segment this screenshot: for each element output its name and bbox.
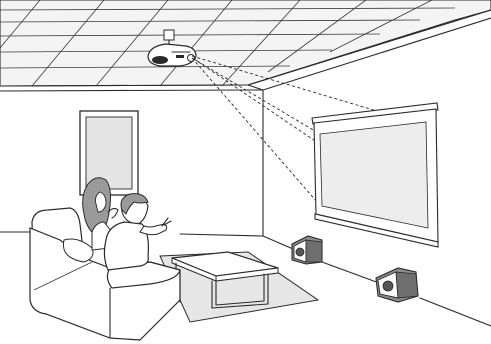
screen-icon	[312, 103, 438, 247]
speaker-icon-right	[376, 268, 418, 302]
picture-frame-icon	[80, 111, 138, 195]
ceiling	[0, 0, 491, 91]
speaker-icon-left	[292, 236, 322, 264]
